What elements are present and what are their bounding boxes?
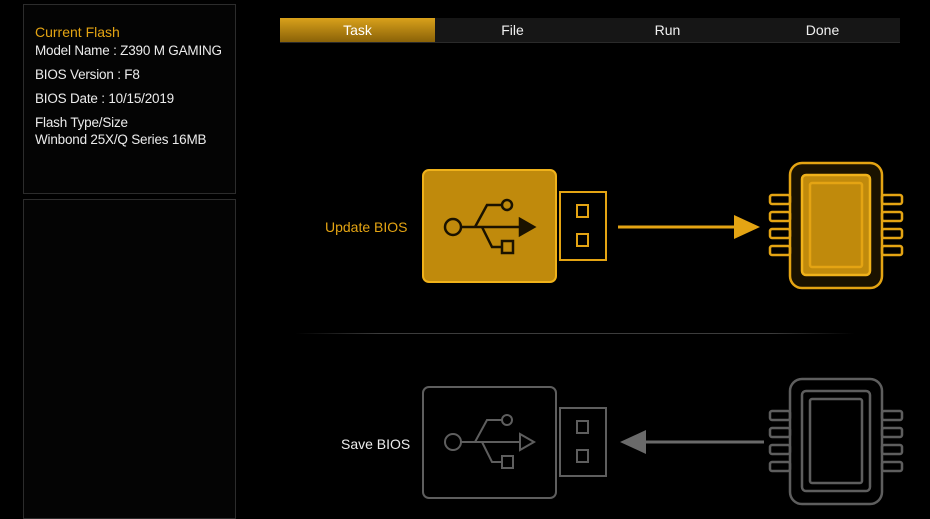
save-bios-option[interactable]: Save BIOS (341, 436, 411, 452)
current-flash-title: Current Flash (35, 24, 120, 40)
chip-pins-right (880, 193, 904, 257)
arrow-icon (618, 215, 760, 239)
details-panel (23, 199, 236, 519)
chip-pins-left (768, 409, 792, 473)
bios-chip-icon (768, 377, 904, 506)
chip-pins-right (880, 409, 904, 473)
section-divider (295, 333, 855, 334)
bios-chip-icon (768, 161, 904, 290)
current-flash-panel: Current Flash Model Name : Z390 M GAMING… (23, 4, 236, 194)
bios-date: BIOS Date : 10/15/2019 (35, 91, 174, 106)
tab-file[interactable]: File (501, 22, 524, 38)
bios-version: BIOS Version : F8 (35, 67, 140, 82)
update-bios-graphic[interactable] (420, 155, 904, 295)
tab-run[interactable]: Run (654, 22, 681, 38)
usb-drive-icon (422, 386, 607, 499)
chip-pins-left (768, 193, 792, 257)
usb-drive-icon (422, 169, 607, 283)
tab-done[interactable]: Done (805, 22, 840, 38)
flash-type-label: Flash Type/Size (35, 115, 128, 130)
flash-type-value: Winbond 25X/Q Series 16MB (35, 132, 207, 147)
step-tab-bar: Task File Run Done (280, 18, 900, 43)
tab-task[interactable]: Task (280, 18, 435, 42)
save-bios-graphic[interactable] (420, 375, 904, 506)
model-name: Model Name : Z390 M GAMING (35, 43, 222, 58)
arrow-icon (620, 430, 764, 454)
update-bios-option[interactable]: Update BIOS (325, 219, 408, 235)
